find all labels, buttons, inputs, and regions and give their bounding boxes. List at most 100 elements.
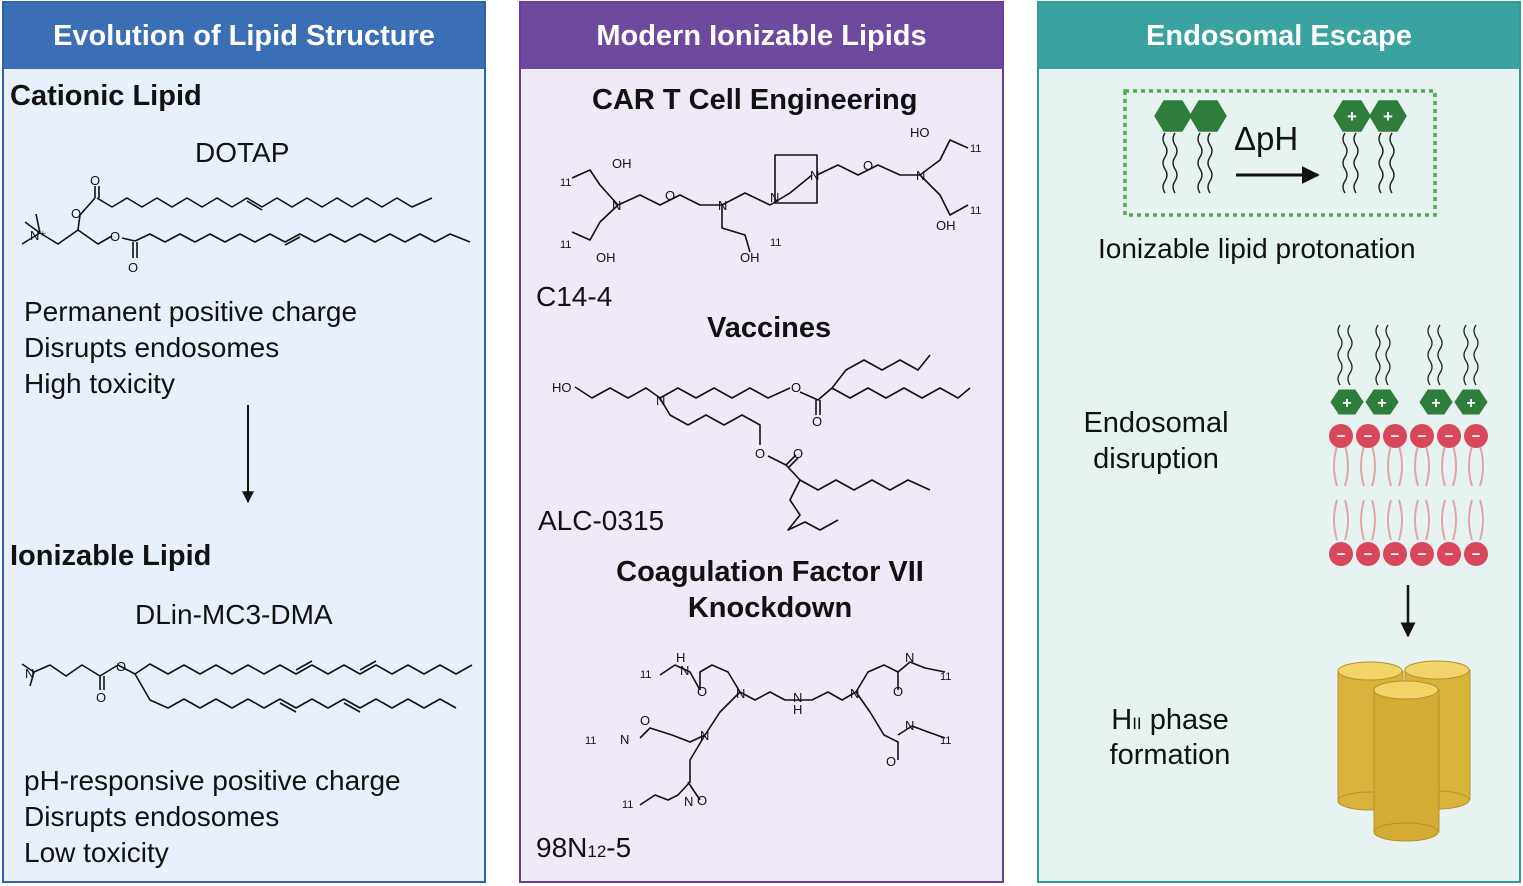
98n-h2: H (676, 650, 685, 665)
car-t-heading: CAR T Cell Engineering (592, 84, 918, 116)
98n-n6: N (905, 650, 914, 665)
mc3-structure (21, 660, 473, 713)
phase-label-line2: formation (1109, 739, 1231, 771)
c14-sub3: 11 (770, 237, 781, 249)
mc3-o2: O (116, 659, 126, 674)
vaccines-heading: Vaccines (707, 312, 832, 344)
evolution-panel: Evolution of Lipid Structure (2, 1, 486, 883)
factor-vii-heading-line2: Knockdown (687, 592, 853, 624)
modern-panel: Modern Ionizable Lipids (519, 1, 1004, 883)
dotap-o1: O (90, 173, 100, 188)
ionizable-prop-1: pH-responsive positive charge (24, 765, 401, 796)
c14-4-label: C14-4 (536, 281, 613, 312)
endosomal-bilayer (1329, 424, 1488, 566)
98n-n9: N (684, 794, 693, 809)
ionizable-prop-2: Disrupts endosomes (24, 801, 280, 832)
98n-sub4: 11 (940, 735, 951, 747)
98n-sub2: 11 (940, 671, 951, 683)
factor-vii-heading-line1: Coagulation Factor VII (616, 556, 924, 588)
protonation-box (1123, 89, 1437, 217)
c14-ho: HO (910, 125, 930, 140)
ionizable-lipid-heading: Ionizable Lipid (10, 540, 212, 572)
minus-sign: − (1337, 428, 1346, 445)
98n-n5: N (680, 663, 689, 678)
minus-sign: − (1472, 546, 1481, 563)
neutral-lipids (1154, 100, 1227, 194)
minus-sign: − (1391, 428, 1400, 445)
alc-n: N (656, 393, 665, 408)
minus-sign: − (1364, 546, 1373, 563)
98n-sub1: 11 (640, 669, 651, 681)
98n-h: H (793, 702, 802, 717)
ionizable-prop-3: Low toxicity (24, 837, 169, 868)
98n-n8: N (905, 718, 914, 733)
98n-o1: O (697, 684, 707, 699)
minus-sign: − (1445, 428, 1454, 445)
98n-o2: O (893, 684, 903, 699)
98n-n4: N (700, 728, 709, 743)
98n-n7: N (620, 732, 629, 747)
alc-o2: O (812, 414, 822, 429)
c14-oh4: OH (936, 218, 956, 233)
c14-4-structure (571, 139, 969, 253)
98n-o5: O (697, 793, 707, 808)
c14-n2: N (718, 198, 727, 213)
98n-o3: O (640, 713, 650, 728)
plus-sign: + (1347, 107, 1357, 126)
mc3-o1: O (96, 690, 106, 705)
minus-sign: − (1391, 546, 1400, 563)
disruption-heads (1330, 389, 1488, 415)
minus-sign: − (1364, 428, 1373, 445)
plus-sign: + (1431, 395, 1440, 412)
98n12-5-structure (639, 661, 946, 806)
dotap-o3: O (110, 229, 120, 244)
dotap-structure (21, 186, 471, 258)
mc3-n: N (25, 666, 34, 681)
98n-sub3: 11 (585, 735, 596, 747)
minus-sign: − (1418, 546, 1427, 563)
alc-ho: HO (552, 380, 572, 395)
escape-panel-title: Endosomal Escape (1039, 3, 1519, 69)
98n-sub5: 11 (622, 799, 633, 811)
protonated-lipids (1333, 100, 1407, 194)
c14-sub5: 11 (970, 205, 981, 217)
alc-o3: O (755, 446, 765, 461)
c14-n1: N (612, 198, 621, 213)
c14-sub1: 11 (560, 177, 571, 189)
delta-ph-label: ΔpH (1234, 120, 1298, 157)
cationic-prop-1: Permanent positive charge (24, 296, 358, 327)
disruption-label-line1: Endosomal (1083, 407, 1229, 439)
disruption-label-line2: disruption (1093, 443, 1219, 475)
plus-sign: + (1377, 395, 1386, 412)
modern-panel-title: Modern Ionizable Lipids (521, 3, 1002, 69)
c14-oh3: OH (740, 250, 760, 265)
protonation-label: Ionizable lipid protonation (1098, 233, 1416, 264)
phase-label-line1: HII phase (1111, 704, 1229, 736)
alc-0315-structure (574, 354, 971, 531)
cationic-prop-3: High toxicity (24, 368, 175, 399)
plus-sign: + (1466, 395, 1475, 412)
evolution-panel-title: Evolution of Lipid Structure (4, 3, 484, 69)
dotap-label: DOTAP (195, 137, 290, 168)
alc-0315-label: ALC-0315 (538, 505, 665, 536)
c14-oh1: OH (612, 156, 632, 171)
minus-sign: − (1472, 428, 1481, 445)
dotap-o4: O (128, 260, 138, 275)
dotap-n: N⁺ (30, 228, 46, 243)
c14-sub4: 11 (970, 143, 981, 155)
98n-o4: O (886, 754, 896, 769)
98n-n2: N (793, 690, 802, 705)
98n-n1: N (736, 686, 745, 701)
c14-oh2: OH (596, 250, 616, 265)
disruption-lipids (1337, 324, 1479, 386)
dotap-o2: O (71, 206, 81, 221)
cationic-prop-2: Disrupts endosomes (24, 332, 280, 363)
cationic-lipid-heading: Cationic Lipid (10, 80, 202, 112)
98n12-5-label: 98N12-5 (536, 832, 632, 863)
c14-o2: O (863, 158, 873, 173)
98n-n3: N (850, 686, 859, 701)
minus-sign: − (1337, 546, 1346, 563)
minus-sign: − (1445, 546, 1454, 563)
c14-n5: N (916, 168, 925, 183)
